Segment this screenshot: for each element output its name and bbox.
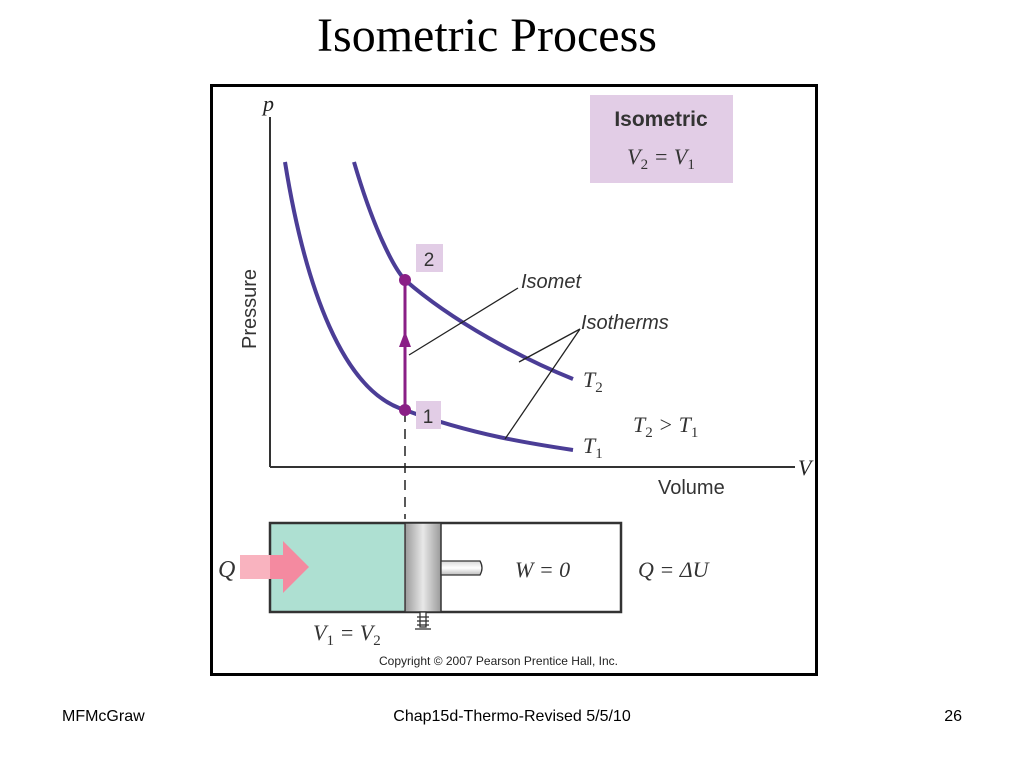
temperature-comparison: T2 > T1 xyxy=(633,412,698,441)
isometric-diagram: p V Pressure Volume Isometric V2 = V1 1 … xyxy=(218,91,814,668)
point-1-label: 1 xyxy=(423,407,434,428)
process-arrow-head xyxy=(399,331,411,347)
footer-author: MFMcGraw xyxy=(62,708,145,725)
isomet-leader xyxy=(408,287,519,356)
copyright-notice: Copyright © 2007 Pearson Prentice Hall, … xyxy=(379,654,618,668)
state-point-2 xyxy=(399,274,411,286)
page-number: 26 xyxy=(944,708,962,725)
figure-frame: p V Pressure Volume Isometric V2 = V1 1 … xyxy=(210,84,818,676)
t2-label: T2 xyxy=(583,367,603,396)
heat-arrow xyxy=(270,541,309,593)
isomet-label: Isomet xyxy=(521,271,582,293)
axis-p-label: p xyxy=(261,91,274,116)
isotherms-leader-t2 xyxy=(518,328,581,363)
footer-chapter: Chap15d-Thermo-Revised 5/5/10 xyxy=(393,708,631,725)
volume-equation: V1 = V2 xyxy=(313,620,381,649)
isotherms-label: Isotherms xyxy=(581,312,669,334)
piston-rod xyxy=(440,560,483,576)
pressure-label: Pressure xyxy=(239,269,261,349)
point-2-box xyxy=(416,244,443,272)
t1-label: T1 xyxy=(583,433,603,462)
isotherm-t1-curve xyxy=(283,161,574,452)
axis-v-label: V xyxy=(798,455,814,480)
state-point-1 xyxy=(399,404,411,416)
slide-title: Isometric Process xyxy=(317,9,657,62)
isometric-box-title: Isometric xyxy=(614,108,708,131)
piston-stop-pin xyxy=(415,611,431,630)
isometric-box-equation: V2 = V1 xyxy=(627,144,695,173)
work-label: W = 0 xyxy=(515,557,570,582)
isotherm-t2-curve xyxy=(352,161,574,381)
isotherms-leader-t1 xyxy=(504,328,581,440)
point-1-box xyxy=(416,401,441,429)
point-2-label: 2 xyxy=(424,250,435,271)
isometric-label-box xyxy=(590,95,733,183)
volume-label: Volume xyxy=(658,477,725,499)
heat-arrow-tail xyxy=(240,555,270,579)
heat-q-label: Q xyxy=(218,557,235,583)
q-delta-u-label: Q = ΔU xyxy=(638,557,711,582)
piston xyxy=(404,522,442,613)
